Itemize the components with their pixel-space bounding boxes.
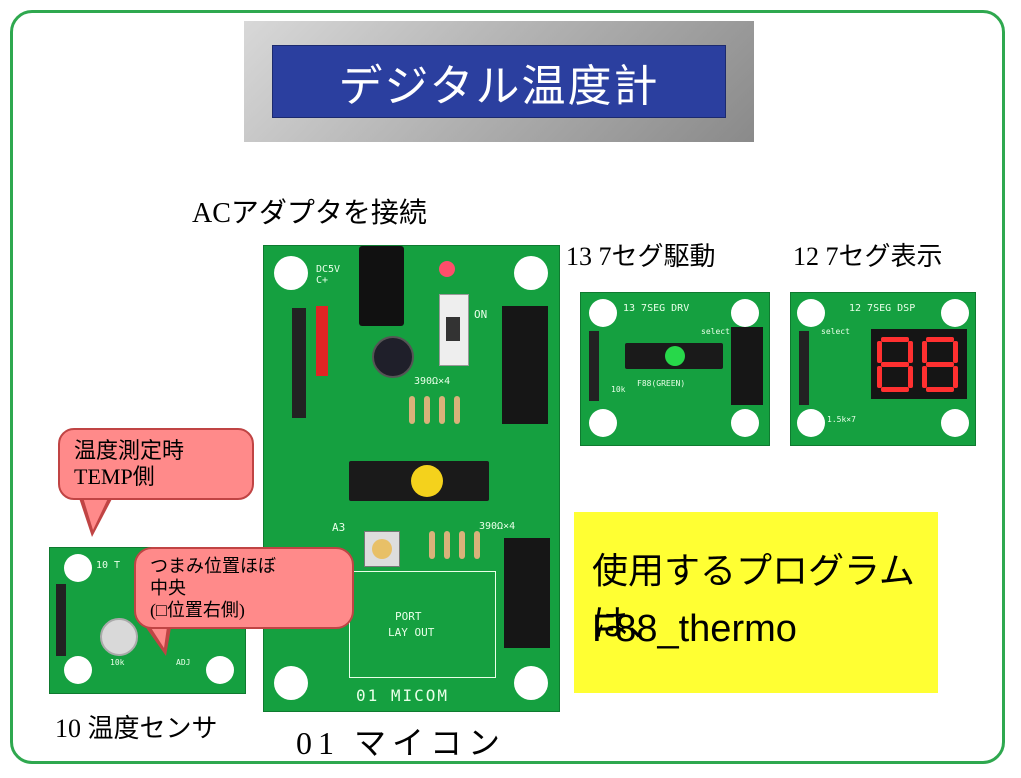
a3-label: A3 [332, 521, 346, 534]
mount-hole [64, 554, 92, 582]
mount-hole [514, 256, 548, 290]
port-label: PORT [395, 610, 422, 623]
mount-hole [589, 409, 617, 437]
sensor-pin-header [56, 584, 66, 656]
sensor-10k: 10k [110, 658, 125, 667]
title-panel: デジタル温度計 [272, 45, 726, 118]
port-layout-box: PORT LAY OUT [349, 571, 496, 678]
dsp-res: 1.5k×7 [827, 415, 856, 424]
ac-adapter-label: ACアダプタを接続 [192, 198, 427, 229]
dsp-name: 12 7SEG DSP [849, 303, 916, 314]
board13-label: 13 7セグ駆動 [566, 242, 716, 271]
mount-hole [941, 409, 969, 437]
temp-mode-callout: 温度測定時 TEMP側 [58, 428, 254, 500]
resistor [474, 531, 480, 559]
drv-name: 13 7SEG DRV [623, 303, 690, 314]
res-label-top: 390Ω×4 [414, 376, 451, 387]
mount-hole [731, 299, 759, 327]
resistor [429, 531, 435, 559]
mount-hole [589, 299, 617, 327]
trimmer-knob [100, 618, 138, 656]
drv-chip-label: F88(GREEN) [637, 379, 686, 388]
dsp-select: select [821, 327, 850, 336]
mount-hole [206, 656, 234, 684]
micro-chip [349, 461, 489, 501]
reset-button [364, 531, 400, 567]
resistor [424, 396, 430, 424]
callout-line: TEMP側 [74, 464, 155, 489]
drv-10k: 10k [611, 385, 626, 394]
dsp-pin-header [799, 331, 809, 405]
title-plate: デジタル温度計 [244, 21, 754, 142]
seven-seg-display [871, 329, 967, 399]
callout-line: 中央 [150, 578, 186, 598]
resistor [459, 531, 465, 559]
drv-select: select [701, 327, 730, 336]
mount-hole [797, 299, 825, 327]
seg-driver-board: 13 7SEG DRV select F88(GREEN) 10k [580, 292, 770, 446]
program-name: F88_thermo [592, 608, 797, 650]
micom-board: DC5V C+ ON 390Ω×4 A3 390Ω×4 PORT LAY OUT… [263, 245, 560, 712]
mount-hole [64, 656, 92, 684]
mount-hole [941, 299, 969, 327]
right-connector-bottom [504, 538, 550, 648]
layout-label: LAY OUT [388, 626, 435, 639]
page-frame [10, 10, 1005, 764]
chip-sticker [665, 346, 685, 366]
resistor [444, 531, 450, 559]
res-label-mid: 390Ω×4 [479, 521, 516, 532]
callout-line: (□位置右側) [150, 600, 245, 620]
mount-hole [514, 666, 548, 700]
drv-connector [731, 327, 763, 405]
knob-position-callout: つまみ位置ほぼ 中央 (□位置右側) [134, 547, 354, 629]
mount-hole [797, 409, 825, 437]
mount-hole [731, 409, 759, 437]
led [439, 261, 455, 277]
dc-jack [359, 246, 404, 326]
right-connector-top [502, 306, 548, 424]
program-box: 使用するプログラムは、 F88_thermo [574, 512, 938, 693]
micom-name: 01 MICOM [356, 686, 450, 705]
on-label: ON [474, 308, 488, 321]
red-jumper [316, 306, 328, 376]
dc-label: DC5V C+ [316, 264, 341, 286]
power-switch [439, 294, 469, 366]
sensor-name: 10 T [96, 560, 121, 571]
mount-hole [274, 666, 308, 700]
drv-pin-header [589, 331, 599, 401]
chip-sticker [411, 465, 443, 497]
sensor-adj: ADJ [176, 658, 191, 667]
program-line-1: 使用するプログラムは、 [592, 550, 915, 643]
board01-label: 01 マイコン [296, 725, 507, 761]
resistor [454, 396, 460, 424]
capacitor [372, 336, 414, 378]
board10-label: 10 温度センサ [55, 714, 218, 743]
resistor [439, 396, 445, 424]
seg-display-board: 12 7SEG DSP select 1.5k×7 [790, 292, 976, 446]
callout-line: つまみ位置ほぼ [150, 556, 276, 576]
temp-callout-tail-fill [82, 494, 110, 530]
callout-line: 温度測定時 [74, 438, 185, 463]
left-pin-header [292, 308, 306, 418]
drv-chip [625, 343, 723, 369]
page-title: デジタル温度計 [338, 60, 660, 112]
board12-label: 12 7セグ表示 [793, 242, 943, 271]
resistor [409, 396, 415, 424]
mount-hole [274, 256, 308, 290]
